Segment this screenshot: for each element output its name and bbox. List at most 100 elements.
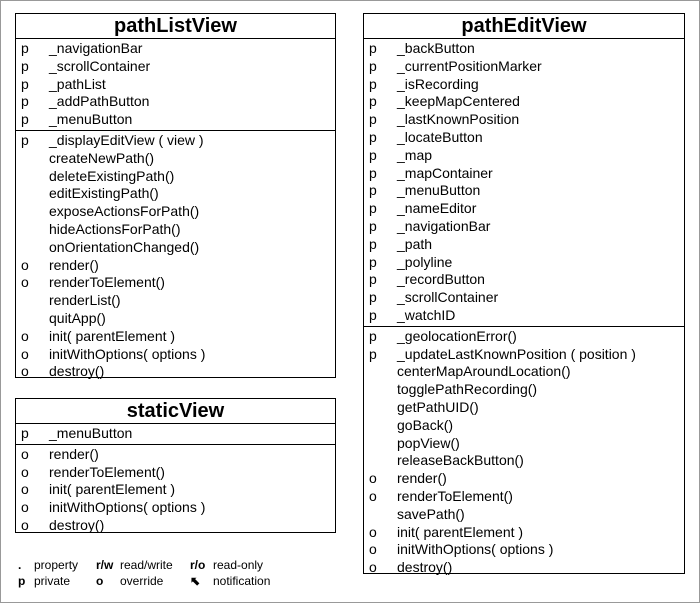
member-name: _displayEditView ( view ) xyxy=(49,131,204,148)
modifier-label: o xyxy=(21,274,29,291)
member-row: centerMapAroundLocation() xyxy=(364,363,684,381)
modifier-label: o xyxy=(21,363,29,380)
member-row: p_navigationBar xyxy=(16,40,335,58)
member-row: o init( parentElement ) xyxy=(16,328,335,346)
modifier-label: o xyxy=(21,499,29,516)
member-name: _keepMapCentered xyxy=(397,93,520,110)
member-row: p_currentPositionMarker xyxy=(364,58,684,76)
modifier-label: p xyxy=(369,111,377,128)
member-name: deleteExistingPath() xyxy=(49,167,175,184)
member-name: renderToElement() xyxy=(49,463,165,480)
modifier-label: p xyxy=(369,345,377,362)
member-row: popView() xyxy=(364,435,684,453)
member-row: o renderToElement() xyxy=(16,464,335,482)
member-row: p_geolocationError() xyxy=(364,328,684,346)
modifier-label: p xyxy=(369,217,377,234)
modifier-label: p xyxy=(21,131,29,148)
member-name: createNewPath() xyxy=(49,149,155,166)
legend-symbol: r/o xyxy=(190,558,206,572)
member-row: p_watchID xyxy=(364,307,684,325)
legend-text: override xyxy=(120,574,164,588)
modifier-label: p xyxy=(369,128,377,145)
member-name: _navigationBar xyxy=(397,217,491,234)
member-name: init( parentElement ) xyxy=(49,327,176,344)
legend-symbol: ⬉ xyxy=(190,574,201,588)
member-row: o initWithOptions( options ) xyxy=(16,346,335,364)
member-row: releaseBackButton() xyxy=(364,452,684,470)
member-row: p_locateButton xyxy=(364,129,684,147)
modifier-label: o xyxy=(21,463,29,480)
legend-text: notification xyxy=(213,574,271,588)
member-row: o render() xyxy=(16,446,335,464)
member-name: _pathList xyxy=(49,75,106,92)
modifier-label: o xyxy=(21,481,29,498)
member-name: centerMapAroundLocation() xyxy=(397,363,571,380)
member-name: savePath() xyxy=(397,505,465,522)
member-row: onOrientationChanged() xyxy=(16,239,335,257)
modifier-label: p xyxy=(369,75,377,92)
modifier-label: o xyxy=(21,327,29,344)
member-name: _navigationBar xyxy=(49,40,143,56)
member-name: init( parentElement ) xyxy=(49,481,176,498)
member-name: hideActionsForPath() xyxy=(49,220,181,237)
member-row: o renderToElement() xyxy=(16,274,335,292)
member-row: quitApp() xyxy=(16,310,335,328)
member-name: quitApp() xyxy=(49,309,106,326)
member-name: render() xyxy=(397,470,447,487)
member-row: savePath() xyxy=(364,506,684,524)
modifier-label: p xyxy=(369,40,377,56)
properties-section: p_menuButton xyxy=(16,424,335,445)
member-name: destroy() xyxy=(49,516,105,533)
legend-text: read-only xyxy=(213,558,264,572)
member-row: p_menuButton xyxy=(16,425,335,443)
member-row: p_map xyxy=(364,147,684,165)
legend-symbol: p xyxy=(18,574,26,588)
member-row: editExistingPath() xyxy=(16,185,335,203)
class-title: staticView xyxy=(16,399,335,424)
member-row: p_polyline xyxy=(364,254,684,272)
member-row: togglePathRecording() xyxy=(364,381,684,399)
member-name: goBack() xyxy=(397,416,454,433)
modifier-label: p xyxy=(21,111,29,128)
methods-section: p _displayEditView ( view )createNewPath(… xyxy=(16,131,335,382)
member-row: p _keepMapCentered xyxy=(364,93,684,111)
modifier-label: o xyxy=(21,256,29,273)
modifier-label: o xyxy=(369,470,377,487)
member-row: o init( parentElement ) xyxy=(16,481,335,499)
legend-symbol: o xyxy=(96,574,104,588)
legend-text: property xyxy=(34,558,79,572)
member-row: hideActionsForPath() xyxy=(16,221,335,239)
member-name: initWithOptions( options ) xyxy=(49,345,206,362)
member-row: p_updateLastKnownPosition ( position ) xyxy=(364,346,684,364)
modifier-label: p xyxy=(21,93,29,110)
member-name: _menuButton xyxy=(397,182,481,199)
member-row: deleteExistingPath() xyxy=(16,168,335,186)
member-row: createNewPath() xyxy=(16,150,335,168)
modifier-label: p xyxy=(369,93,377,110)
member-row: p_scrollContainer xyxy=(364,289,684,307)
member-name: onOrientationChanged() xyxy=(49,238,200,255)
member-row: p _navigationBar xyxy=(364,218,684,236)
member-name: render() xyxy=(49,445,99,462)
member-name: init( parentElement ) xyxy=(397,523,524,540)
modifier-label: o xyxy=(21,345,29,362)
modifier-label: o xyxy=(21,445,29,462)
member-row: p_recordButton xyxy=(364,271,684,289)
legend-text: read/write xyxy=(120,558,173,572)
member-name: _watchID xyxy=(397,306,456,323)
methods-section: o render() o renderToElement() o init( parent… xyxy=(16,445,335,536)
legend-text: private xyxy=(34,574,71,588)
member-row: getPathUID() xyxy=(364,399,684,417)
member-name: editExistingPath() xyxy=(49,185,159,202)
member-name: togglePathRecording() xyxy=(397,381,538,398)
modifier-label: p xyxy=(369,327,377,344)
member-name: renderToElement() xyxy=(49,274,165,291)
member-name: _currentPositionMarker xyxy=(397,57,542,74)
member-name: _menuButton xyxy=(49,425,133,441)
